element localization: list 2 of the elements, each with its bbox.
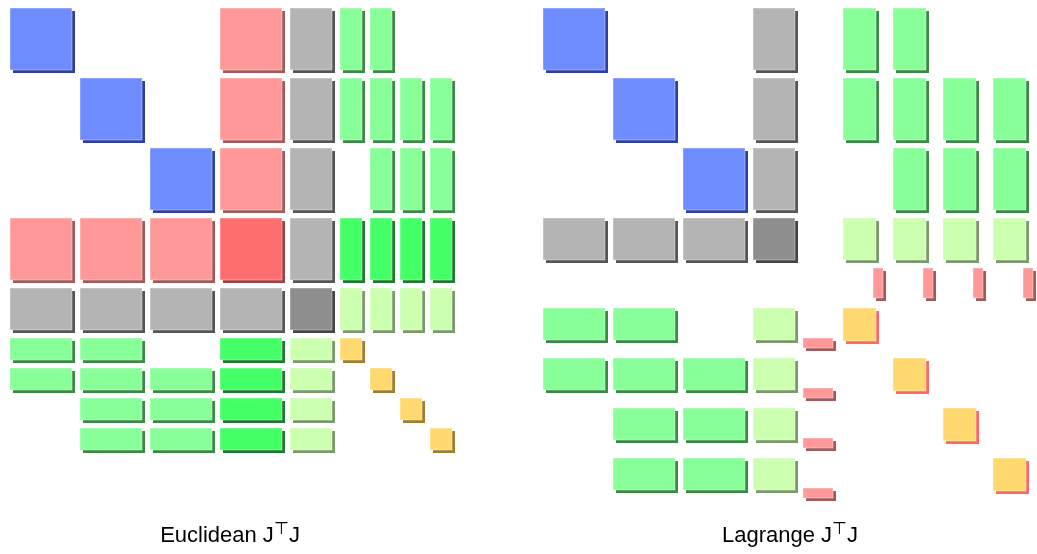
caption: Euclidean J$^{⊤}$J xyxy=(160,518,300,549)
caption: Lagrange J$^{⊤}$J xyxy=(721,518,859,549)
